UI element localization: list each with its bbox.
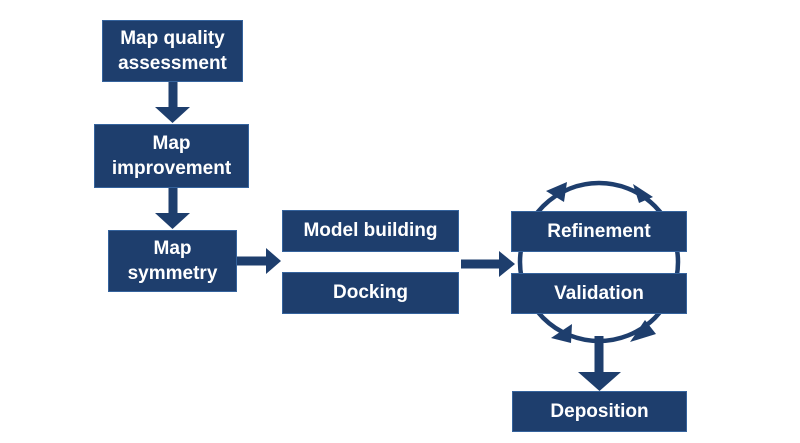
node-map-improvement: Map improvement bbox=[94, 124, 249, 188]
node-label-model-building: Model building bbox=[303, 220, 438, 242]
node-label-deposition: Deposition bbox=[550, 400, 649, 422]
node-deposition: Deposition bbox=[512, 391, 687, 432]
node-model-building: Model building bbox=[282, 210, 459, 252]
cycle-arrowhead-top-left-icon bbox=[546, 182, 567, 202]
node-refinement: Refinement bbox=[511, 211, 687, 252]
arrow-assessment-to-improvement bbox=[155, 82, 190, 123]
arrow-symmetry-to-modelbuilding bbox=[237, 248, 281, 274]
arrow-modelbuilding-to-refinement bbox=[461, 251, 515, 277]
cycle-arrowhead-top-right-icon bbox=[633, 184, 653, 203]
node-label-map-improvement: Map improvement bbox=[111, 132, 232, 179]
node-label-refinement: Refinement bbox=[547, 220, 651, 242]
arrow-validation-to-deposition bbox=[578, 336, 621, 391]
node-validation: Validation bbox=[511, 273, 687, 314]
cycle-arrowhead-bottom-left-icon bbox=[551, 324, 572, 343]
node-map-quality-assessment: Map quality assessment bbox=[102, 20, 243, 82]
arrow-improvement-to-symmetry bbox=[155, 188, 190, 229]
refinement-validation-cycle-circle bbox=[517, 180, 681, 344]
node-label-validation: Validation bbox=[554, 282, 644, 304]
node-label-map-quality-assessment: Map quality assessment bbox=[118, 27, 227, 74]
node-docking: Docking bbox=[282, 272, 459, 314]
node-label-docking: Docking bbox=[333, 282, 408, 304]
node-label-map-symmetry: Map symmetry bbox=[127, 237, 218, 284]
node-map-symmetry: Map symmetry bbox=[108, 230, 237, 292]
cycle-arrowhead-bottom-right-icon bbox=[630, 320, 656, 342]
